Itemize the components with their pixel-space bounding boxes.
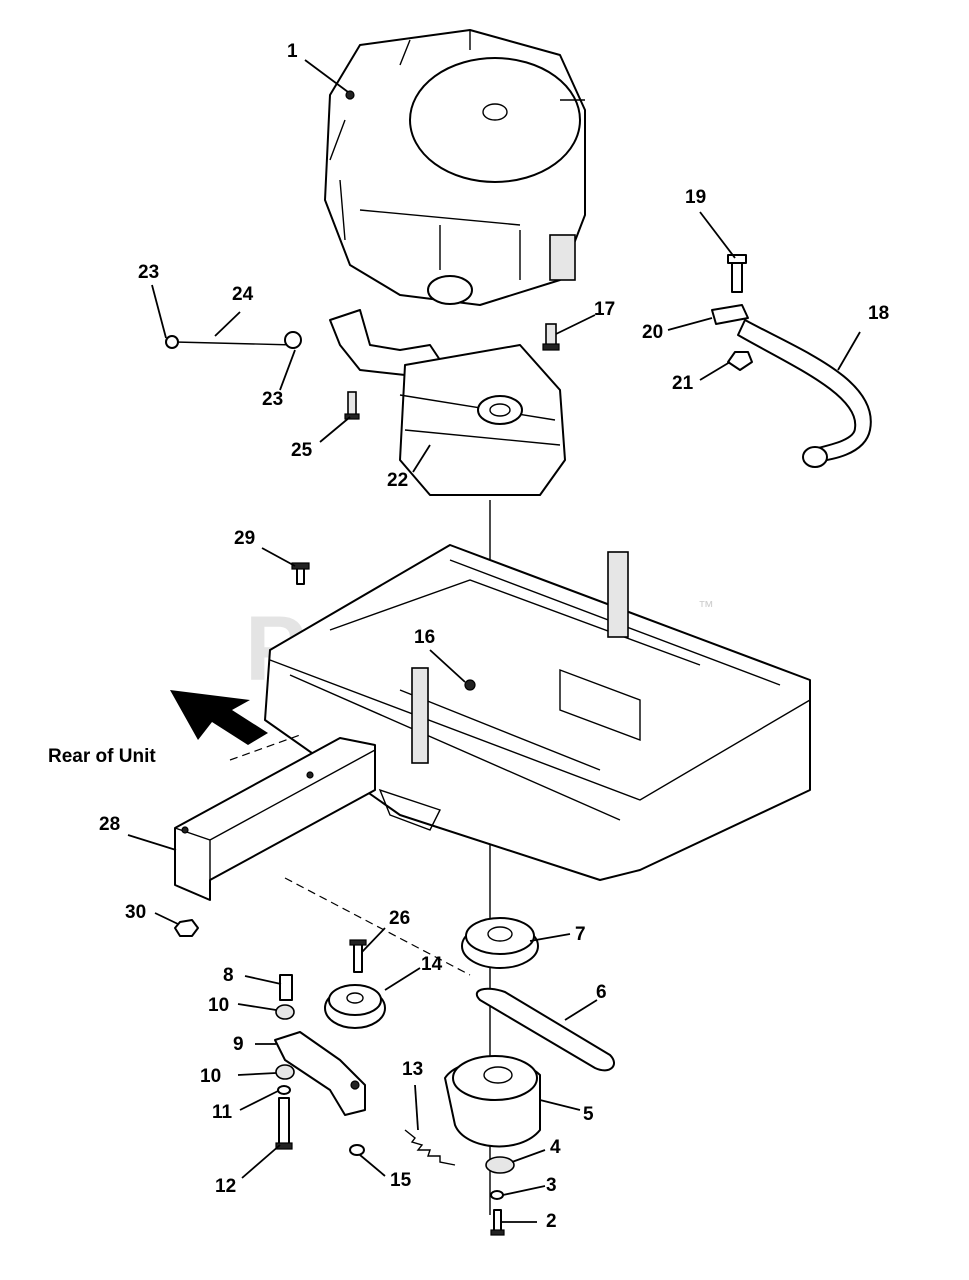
callout-20: 20 <box>642 322 663 343</box>
bolt-2 <box>490 1209 505 1236</box>
callout-1: 1 <box>287 41 298 62</box>
callout-28: 28 <box>99 814 120 835</box>
bolt-25 <box>344 391 360 420</box>
clutch-5 <box>444 1055 541 1148</box>
washer-3 <box>490 1190 504 1200</box>
callout-23-right: 23 <box>262 389 283 410</box>
watermark-trademark: ™ <box>698 599 714 616</box>
callout-22: 22 <box>387 470 408 491</box>
callout-7: 7 <box>575 924 586 945</box>
bolt-29 <box>291 562 310 585</box>
idler-pulley-14 <box>324 984 386 1029</box>
callout-11: 11 <box>212 1102 233 1123</box>
fuel-hose-assembly <box>711 254 872 468</box>
callout-26: 26 <box>389 908 410 929</box>
callout-13: 13 <box>402 1059 423 1080</box>
idler-arm-9 <box>274 1031 366 1116</box>
direction-indicator: Rear of Unit <box>48 690 268 767</box>
bracket-28 <box>174 737 376 901</box>
callouts: 1 2 3 4 5 6 7 8 9 10 10 11 12 13 14 15 1… <box>99 41 889 1232</box>
nut-30 <box>174 919 199 937</box>
engine <box>324 29 586 306</box>
leader-lines <box>127 59 861 1223</box>
callout-18: 18 <box>868 303 889 324</box>
callout-14: 14 <box>421 954 443 975</box>
callout-8: 8 <box>223 965 234 986</box>
callout-24: 24 <box>232 284 254 305</box>
spring-13 <box>404 1129 456 1166</box>
fitting-17 <box>542 323 560 351</box>
washer-15 <box>349 1144 365 1156</box>
callout-19: 19 <box>685 187 706 208</box>
callout-10-upper: 10 <box>208 995 229 1016</box>
belt-6 <box>475 987 615 1072</box>
spacer-10-upper <box>275 1004 295 1020</box>
callout-4: 4 <box>550 1137 561 1158</box>
callout-9: 9 <box>233 1034 244 1055</box>
callout-2: 2 <box>546 1211 557 1232</box>
rear-of-unit-label: Rear of Unit <box>48 746 156 767</box>
callout-25: 25 <box>291 440 313 461</box>
linkage-rod <box>165 331 302 349</box>
pulley-7 <box>461 917 539 969</box>
spacer-10-lower <box>275 1064 295 1080</box>
callout-5: 5 <box>583 1104 594 1125</box>
callout-12: 12 <box>215 1176 236 1197</box>
washer-4 <box>485 1156 515 1174</box>
callout-30: 30 <box>125 902 146 923</box>
callout-6: 6 <box>596 982 607 1003</box>
muffler <box>329 309 566 496</box>
bolt-26 <box>349 939 367 973</box>
bushing-8 <box>279 974 293 1001</box>
callout-29: 29 <box>234 528 255 549</box>
callout-23-left: 23 <box>138 262 159 283</box>
callout-3: 3 <box>546 1175 557 1196</box>
chassis-frame <box>264 544 811 881</box>
callout-15: 15 <box>390 1170 412 1191</box>
callout-21: 21 <box>672 373 694 394</box>
bolt-12 <box>275 1097 293 1150</box>
callout-16: 16 <box>414 627 435 648</box>
washer-11 <box>277 1085 291 1095</box>
callout-17: 17 <box>594 299 615 320</box>
callout-10-lower: 10 <box>200 1066 221 1087</box>
